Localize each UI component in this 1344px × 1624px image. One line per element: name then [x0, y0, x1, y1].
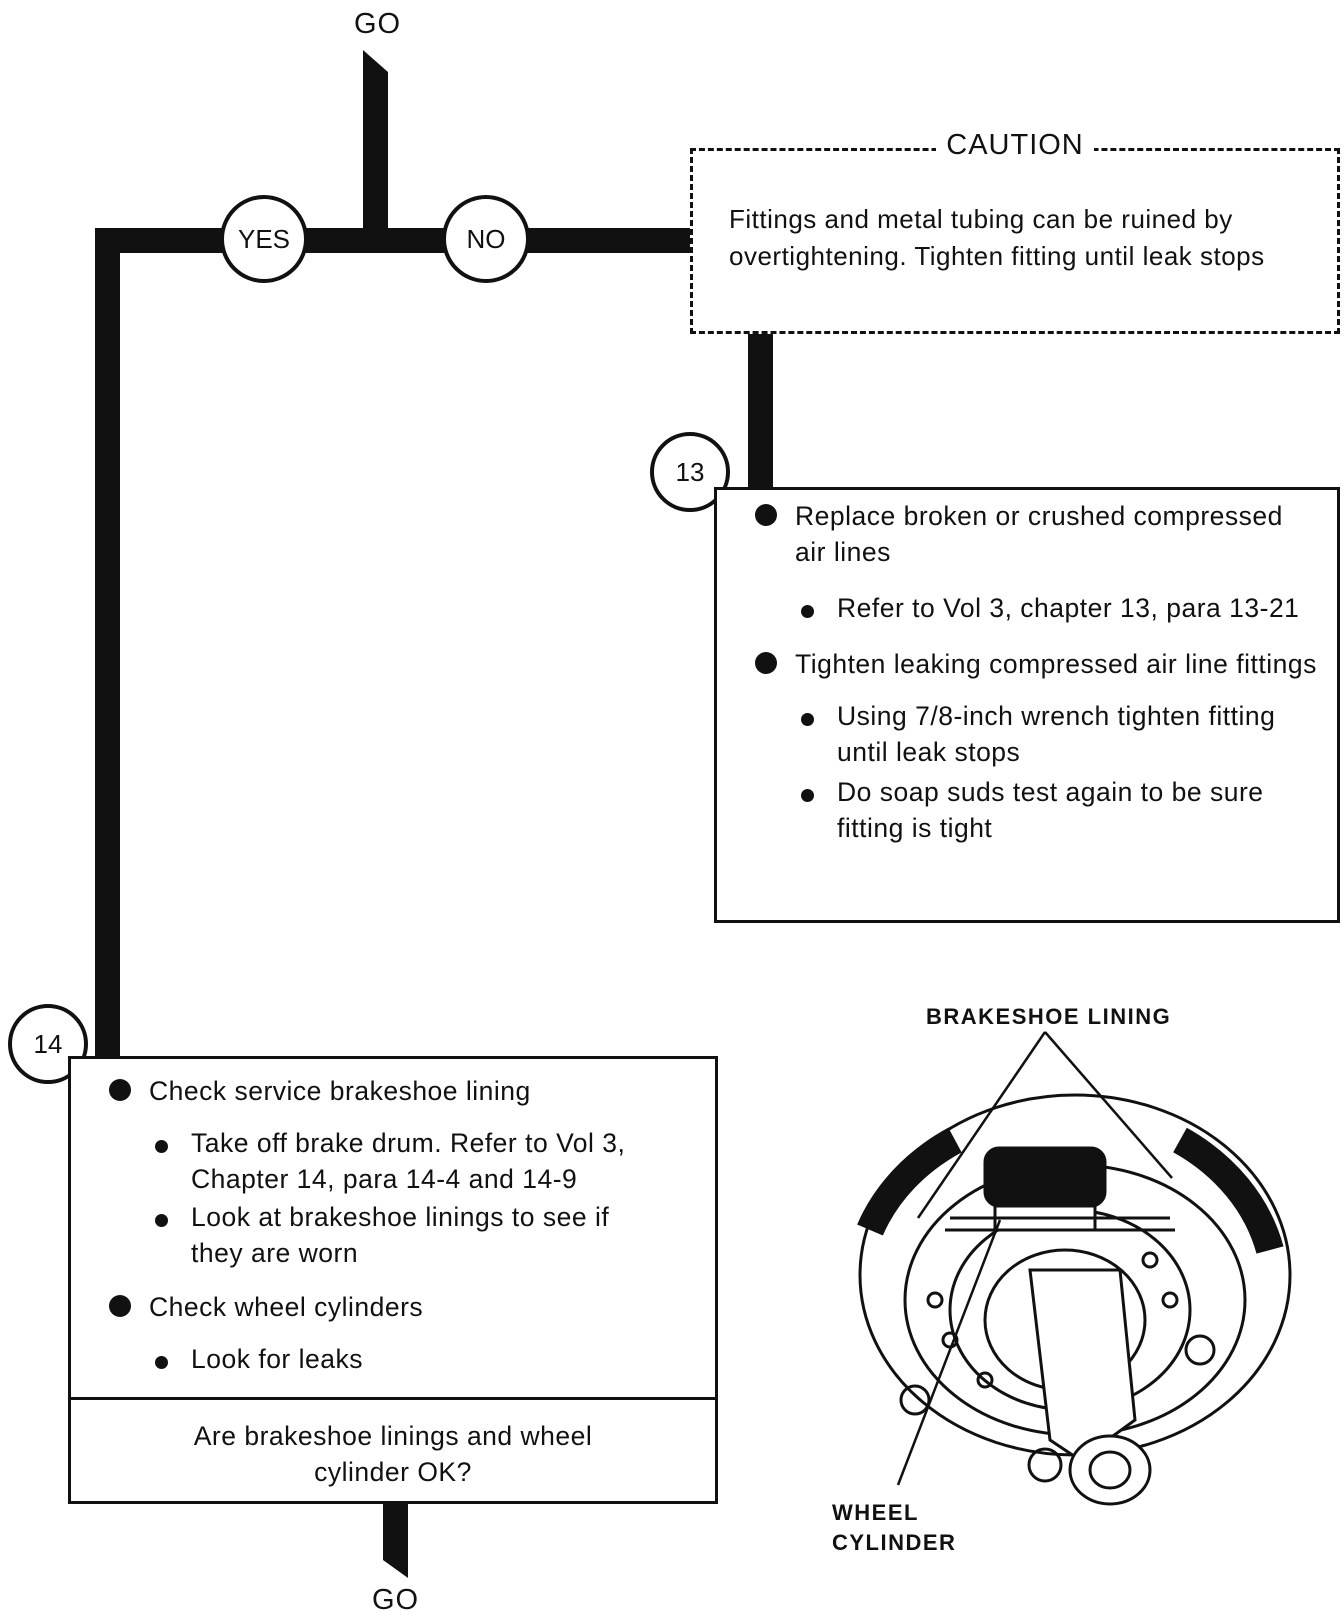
step-14-item-2: Check wheel cylinders: [71, 1289, 715, 1325]
step-13-subitem-3: Do soap suds test again to be sure fitti…: [717, 774, 1337, 846]
step-14-subitem-2: Look at brakeshoe linings to see if they…: [71, 1199, 715, 1271]
step-13-subitem-2: Using 7/8-inch wrench tighten fitting un…: [717, 698, 1337, 770]
step-13-box: Replace broken or crushed compressed air…: [714, 487, 1340, 923]
go-bottom-arrow: [383, 1500, 408, 1578]
step-14-subitem-3: Look for leaks: [71, 1341, 715, 1377]
no-decision-circle: NO: [442, 195, 530, 283]
decision-line: [95, 228, 695, 253]
go-top-arrow: [363, 50, 388, 240]
step-14-number: 14: [8, 1004, 88, 1084]
step-13-item-2: Tighten leaking compressed air line fitt…: [717, 646, 1337, 682]
go-bottom-label: GO: [372, 1584, 420, 1616]
go-top-label: GO: [354, 8, 402, 40]
step-14-item-1: Check service brakeshoe lining: [71, 1073, 715, 1109]
yes-label: YES: [237, 223, 291, 254]
no-path-line: [748, 332, 773, 492]
caution-box: CAUTION Fittings and metal tubing can be…: [690, 129, 1340, 334]
step-13-subitem-1: Refer to Vol 3, chapter 13, para 13-21: [717, 590, 1337, 626]
caution-title: CAUTION: [693, 129, 1337, 162]
caution-text: Fittings and metal tubing can be ruined …: [729, 204, 1265, 271]
step-14-box: Check service brakeshoe lining Take off …: [68, 1056, 718, 1504]
step-14-subitem-1: Take off brake drum. Refer to Vol 3, Cha…: [71, 1125, 715, 1197]
wheel-cylinder-label: WHEEL CYLINDER: [832, 1500, 957, 1555]
step-13-item-1: Replace broken or crushed compressed air…: [717, 498, 1337, 570]
step-13-number: 13: [650, 432, 730, 512]
no-label: NO: [466, 223, 506, 254]
yes-path-line: [95, 228, 120, 1060]
brakeshoe-lining-label: BRAKESHOE LINING: [926, 1004, 1172, 1029]
step-14-question: Are brakeshoe linings and wheel cylinder…: [71, 1397, 715, 1501]
yes-decision-circle: YES: [220, 195, 308, 283]
